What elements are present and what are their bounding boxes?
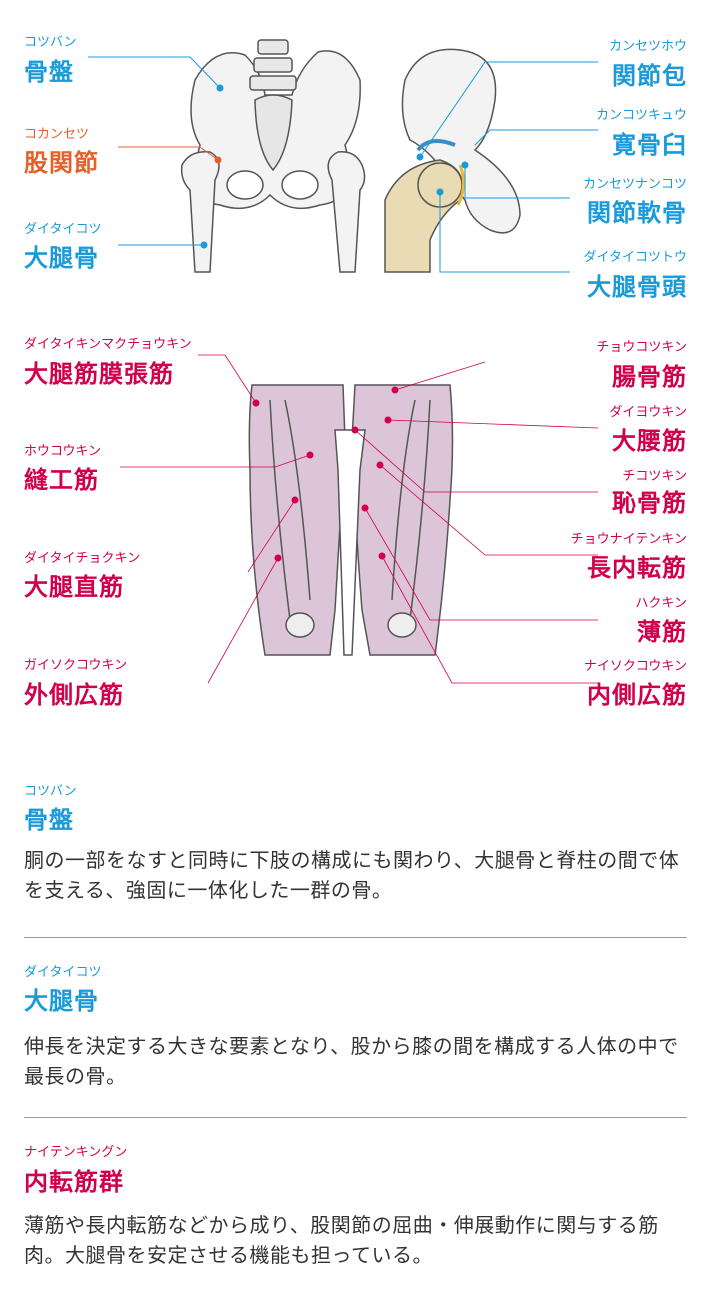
hip-joint-section-drawing bbox=[384, 48, 521, 273]
muscle-markers bbox=[252, 386, 399, 562]
label-kana-vastus-lateralis: ガイソクコウキン bbox=[24, 658, 128, 673]
label-rectus-femoris: 大腿直筋 bbox=[24, 573, 124, 601]
label-iliacus: 腸骨筋 bbox=[612, 363, 687, 391]
pelvis-front-drawing bbox=[180, 39, 366, 273]
label-kana-pectineus: チコツキン bbox=[622, 469, 687, 484]
desc-kana-adductors: ナイテンキングン bbox=[24, 1145, 128, 1160]
label-articular-cartilage: 関節軟骨 bbox=[587, 199, 687, 227]
label-acetabulum: 寛骨臼 bbox=[612, 131, 687, 159]
desc-title-adductors: 内転筋群 bbox=[24, 1168, 124, 1196]
desc-body-femur: 伸長を決定する大きな要素となり、股から膝の間を構成する人体の中で最長の骨。 bbox=[24, 1034, 679, 1088]
desc-title-pelvis: 骨盤 bbox=[24, 806, 74, 834]
desc-title-femur: 大腿骨 bbox=[24, 987, 99, 1015]
label-femoral-head: 大腿骨頭 bbox=[587, 273, 687, 301]
desc-body-adductors: 薄筋や長内転筋などから成り、股関節の屈曲・伸展動作に関与する筋肉。大腿骨を安定さ… bbox=[24, 1213, 659, 1267]
label-kana-adductor-longus: チョウナイテンキン bbox=[570, 532, 687, 547]
label-kana-sartorius: ホウコウキン bbox=[24, 444, 102, 459]
label-kana-iliacus: チョウコツキン bbox=[596, 340, 687, 355]
label-kana-rectus-femoris: ダイタイチョクキン bbox=[24, 551, 141, 566]
label-kana-vastus-medialis: ナイソクコウキン bbox=[583, 659, 687, 674]
label-tfl: 大腿筋膜張筋 bbox=[24, 360, 174, 388]
label-kana-articular-cartilage: カンセツナンコツ bbox=[582, 177, 687, 192]
label-gracilis: 薄筋 bbox=[637, 618, 687, 646]
skeleton-leader-lines bbox=[88, 56, 598, 273]
muscle-leader-lines bbox=[120, 354, 599, 684]
desc-body-pelvis: 胴の一部をなすと同時に下肢の構成にも関わり、大腿骨と脊柱の間で体を支える、強固に… bbox=[24, 848, 680, 902]
label-kana-hip-joint: コカンセツ bbox=[24, 127, 90, 142]
label-kana-psoas-major: ダイヨウキン bbox=[609, 405, 687, 420]
label-hip-joint: 股関節 bbox=[24, 149, 99, 177]
label-kana-joint-capsule: カンセツホウ bbox=[608, 39, 687, 54]
label-pelvis: 骨盤 bbox=[24, 58, 74, 86]
label-kana-tfl: ダイタイキンマクチョウキン bbox=[24, 337, 192, 352]
label-psoas-major: 大腰筋 bbox=[612, 427, 687, 455]
label-pectineus: 恥骨筋 bbox=[612, 489, 687, 517]
desc-kana-pelvis: コツバン bbox=[24, 784, 77, 799]
desc-kana-femur: ダイタイコツ bbox=[24, 965, 102, 980]
label-femur: 大腿骨 bbox=[24, 244, 99, 272]
divider bbox=[24, 1117, 687, 1118]
label-kana-femur: ダイタイコツ bbox=[24, 222, 102, 237]
skeleton-markers bbox=[200, 84, 469, 249]
label-kana-gracilis: ハクキン bbox=[635, 596, 687, 611]
label-vastus-medialis: 内側広筋 bbox=[587, 681, 687, 709]
divider bbox=[24, 937, 687, 938]
label-sartorius: 縫工筋 bbox=[24, 466, 99, 494]
label-kana-femoral-head: ダイタイコツトウ bbox=[583, 250, 687, 265]
label-kana-acetabulum: カンコツキュウ bbox=[595, 108, 687, 123]
thigh-muscles-drawing bbox=[248, 384, 454, 656]
label-adductor-longus: 長内転筋 bbox=[587, 554, 687, 582]
label-joint-capsule: 関節包 bbox=[612, 62, 687, 90]
anatomy-illustration bbox=[88, 39, 599, 684]
label-kana-pelvis: コツバン bbox=[24, 35, 77, 50]
label-vastus-lateralis: 外側広筋 bbox=[24, 681, 124, 709]
